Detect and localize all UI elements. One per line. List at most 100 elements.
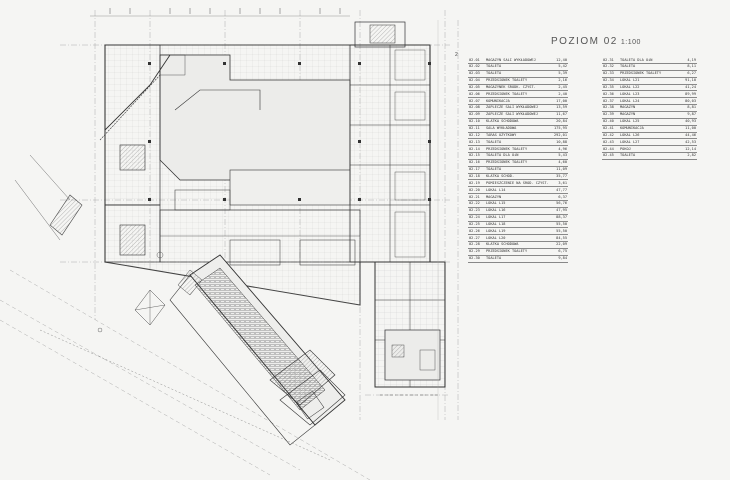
room-area: 20,84 (556, 119, 567, 124)
room-name: LOKAL L20 (486, 235, 506, 240)
room-area: 22,09 (556, 242, 567, 247)
room-area: 41,24 (685, 84, 696, 89)
room-row: 02.28 KLATKA SCHODOWA 22,09 (468, 242, 568, 249)
room-name: MAGAZYN (486, 194, 502, 199)
room-area: 2,16 (558, 78, 567, 83)
section-marker: 2 (455, 52, 458, 58)
room-name: LOKAL L23 (620, 91, 640, 96)
room-name: LOKAL L24 (620, 98, 640, 103)
room-code: 02.20 (469, 187, 480, 192)
room-area: 11,09 (556, 167, 567, 172)
room-code: 02.06 (469, 91, 480, 96)
room-name: KLATKA SCHODOWA (486, 242, 519, 247)
room-area: 6,37 (558, 194, 567, 199)
room-code: 02.31 (603, 57, 614, 62)
room-area: 40,93 (685, 119, 696, 124)
room-code: 02.37 (603, 98, 614, 103)
room-area: 8,81 (687, 105, 696, 110)
room-area: 80,03 (685, 98, 696, 103)
room-name: TOALETA (620, 64, 636, 69)
room-area: 12,14 (685, 146, 696, 151)
room-area: 47,95 (556, 208, 567, 213)
room-code: 02.35 (603, 84, 614, 89)
room-area: 4,96 (558, 146, 567, 151)
room-code: 02.42 (603, 132, 614, 137)
room-area: 6,75 (558, 249, 567, 254)
room-code: 02.22 (469, 201, 480, 206)
room-code: 02.09 (469, 112, 480, 117)
room-code: 02.14 (469, 146, 480, 151)
room-area: 44,46 (685, 132, 696, 137)
room-name: MAGAZYNEK ŚRODK. CZYST. (486, 84, 536, 89)
room-code: 02.05 (469, 84, 480, 89)
room-name: MAGAZYN (620, 112, 636, 117)
room-area: 55,50 (556, 228, 567, 233)
room-name: PRZEDSIONEK TOALETY (486, 249, 528, 254)
room-area: 5,43 (558, 153, 567, 158)
room-code: 02.16 (469, 160, 480, 165)
auditorium-block (169, 254, 346, 446)
room-area: 89,99 (685, 91, 696, 96)
room-name: LOKAL L14 (486, 187, 506, 192)
room-name: TOALETA (486, 64, 502, 69)
room-code: 02.33 (603, 71, 614, 76)
site-features (14, 154, 331, 461)
room-code: 02.39 (603, 112, 614, 117)
room-name: PRZEDSIONEK TOALETY (486, 160, 528, 165)
room-name: LOKAL L25 (620, 119, 640, 124)
main-building (99, 21, 431, 306)
room-name: LOKAL L22 (620, 84, 640, 89)
room-code: 02.01 (469, 57, 480, 62)
room-code: 02.03 (469, 71, 480, 76)
room-area: 4,60 (558, 160, 567, 165)
room-area: 10,88 (556, 139, 567, 144)
room-code: 02.02 (469, 64, 480, 69)
south-wing (374, 261, 446, 396)
room-code: 02.19 (469, 180, 480, 185)
room-area: 84,55 (556, 235, 567, 240)
room-code: 02.23 (469, 208, 480, 213)
room-code: 02.13 (469, 139, 480, 144)
room-name: TARAS UŻYTKOWY (486, 132, 517, 137)
room-code: 02.26 (469, 228, 480, 233)
room-code: 02.28 (469, 242, 480, 247)
room-area: 3,61 (558, 180, 567, 185)
room-code: 02.18 (469, 173, 480, 178)
room-code: 02.44 (603, 146, 614, 151)
room-area: 5,39 (558, 71, 567, 76)
room-code: 02.41 (603, 126, 614, 130)
room-code: 02.38 (603, 105, 614, 110)
room-area: 91,10 (685, 78, 696, 83)
room-code: 02.21 (469, 194, 480, 199)
room-area: 2,82 (687, 153, 696, 158)
room-area: 35,77 (556, 173, 567, 178)
room-code: 02.24 (469, 215, 480, 220)
room-row: 02.21 MAGAZYN 6,37 (468, 194, 568, 201)
room-code: 02.08 (469, 105, 480, 110)
room-code: 02.30 (469, 256, 480, 261)
